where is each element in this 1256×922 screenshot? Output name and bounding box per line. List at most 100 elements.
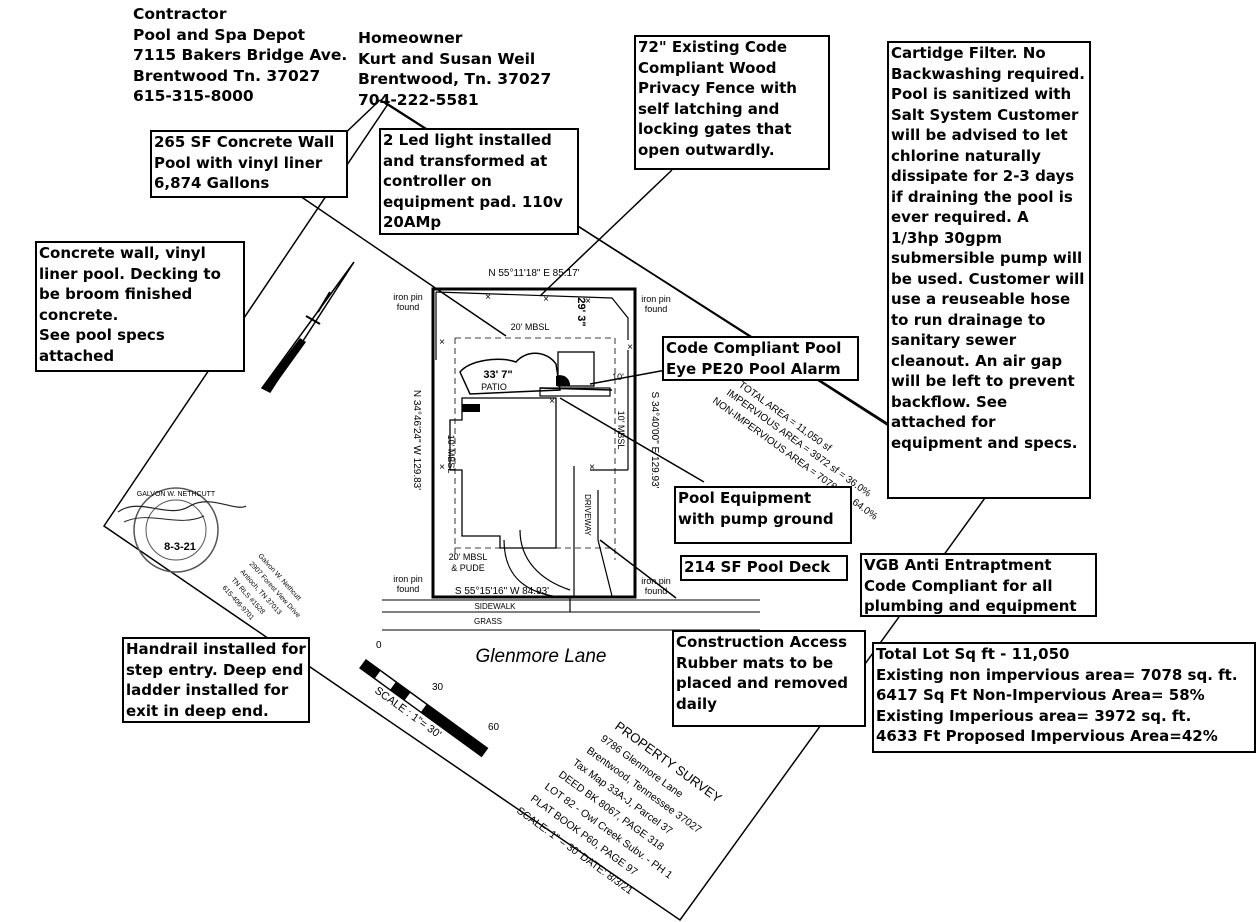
callout-pool-equipment: Pool Equipment with pump ground [674, 486, 852, 544]
callout-line: self latching and [638, 99, 780, 118]
north-arrow-icon [260, 261, 355, 393]
west-boundary-label: N 34°46'24" W 129.83' [411, 390, 422, 490]
callout-line: to run drainage to [891, 310, 1046, 329]
callout-line: and transformed at [383, 151, 548, 170]
iron-pin-label: iron pin [393, 292, 423, 302]
area-label: IMPERVIOUS AREA = 3972 sf = 36.0% [724, 388, 873, 500]
dimension-label: 29' 3" [575, 297, 587, 326]
street-lines [382, 599, 760, 631]
east-boundary-label: S 34°40'00" E 129.93' [649, 392, 660, 489]
iron-pin-label: iron pin [641, 294, 671, 304]
scale-label: 30 [432, 682, 444, 693]
callout-line: 6,874 Gallons [154, 174, 270, 192]
setback-label: 20' MBSL [449, 552, 488, 562]
callout-line: exit in deep end. [126, 701, 269, 720]
iron-pin-label: found [397, 302, 420, 312]
callout-line: equipment pad. 110v [383, 192, 563, 211]
dimension-label: 10' [612, 372, 624, 382]
scale-label: 60 [488, 722, 500, 733]
homeowner-line: Brentwood, Tn. 37027 [358, 70, 552, 88]
south-boundary-label: S 55°15'16" W 84.93' [455, 586, 549, 597]
callout-line: Concrete wall, vinyl [39, 244, 206, 262]
callout-line: controller on [383, 172, 492, 190]
svg-text:×: × [439, 462, 445, 473]
callout-line: VGB Anti Entraptment [864, 556, 1052, 574]
callout-line: Backwashing required. [891, 64, 1085, 83]
homeowner-line: Homeowner [358, 29, 463, 47]
callout-line: 214 SF Pool Deck [684, 558, 831, 576]
street-name: Glenmore Lane [476, 646, 607, 667]
callout-line: cleanout. An air gap [891, 351, 1063, 370]
pool-alarm-icon [556, 375, 571, 386]
iron-pin-label: found [645, 586, 668, 596]
svg-text:×: × [589, 462, 595, 473]
callout-line: plumbing and equipment [864, 597, 1077, 615]
house-footprint [449, 397, 557, 549]
contractor-line: 7115 Bakers Bridge Ave. [133, 46, 348, 64]
callout-line: Total Lot Sq ft - 11,050 [876, 645, 1070, 663]
setback-label: & PUDE [451, 563, 485, 573]
svg-text:×: × [627, 342, 633, 353]
callout-line: Pool with vinyl liner [154, 153, 323, 172]
iron-pin-label: iron pin [641, 576, 671, 586]
callout-line: attached for [891, 413, 996, 431]
fence-line [435, 291, 629, 471]
sidewalk-label: SIDEWALK [474, 602, 516, 611]
callout-line: Compliant Wood [638, 58, 777, 77]
patio-label: PATIO [481, 382, 507, 392]
callout-line: See pool specs [39, 326, 165, 344]
callout-line: step entry. Deep end [126, 660, 304, 679]
scale-bar [359, 658, 489, 758]
callout-line: backflow. See [891, 392, 1008, 411]
callout-line: sanitary sewer [891, 331, 1017, 349]
callout-line: if draining the pool is [891, 187, 1073, 206]
callout-line: Eye PE20 Pool Alarm [666, 359, 841, 378]
fence-marks: ××× ××× ×× [439, 292, 633, 473]
surveyor-seal-icon [117, 487, 247, 573]
callout-line: Rubber mats to be [676, 653, 834, 672]
callout-line: 72" Existing Code [638, 38, 788, 56]
callout-line: ever required. A [891, 208, 1029, 226]
callout-line: 265 SF Concrete Wall [154, 133, 335, 151]
callout-line: use a reuseable hose [891, 290, 1071, 308]
callout-line: be used. Customer will [891, 269, 1085, 288]
step-entry [462, 404, 480, 412]
seal-date: 8-3-21 [164, 541, 196, 553]
setback-label: 20' MBSL [511, 322, 550, 332]
callout-line: Construction Access [676, 633, 847, 651]
contractor-line: Contractor [133, 5, 227, 23]
callout-line: daily [676, 694, 717, 713]
svg-text:×: × [585, 296, 591, 307]
scale-label: 0 [376, 640, 382, 651]
callout-line: ladder installed for [126, 681, 289, 699]
callout-line: Pool Equipment [678, 489, 812, 507]
callout-line: Salt System Customer [891, 105, 1079, 124]
pool-outline [459, 352, 561, 395]
area-label: TOTAL AREA = 11,050 sf [736, 380, 833, 455]
callout-line: Handrail installed for [126, 640, 306, 658]
callout-pool-deck: 214 SF Pool Deck [680, 555, 848, 581]
callout-line: locking gates that [638, 120, 792, 138]
callout-line: Code Compliant Pool [666, 339, 842, 357]
callout-line: Cartidge Filter. No [891, 44, 1046, 62]
svg-text:×: × [543, 294, 549, 305]
callout-line: submersible pump will [891, 249, 1083, 267]
callout-line: Existing non impervious area= 7078 sq. f… [876, 665, 1238, 684]
callout-line: with pump ground [678, 509, 834, 528]
callout-line: 20AMp [383, 213, 442, 231]
callout-line: Privacy Fence with [638, 79, 797, 97]
equipment-pad [557, 351, 595, 387]
iron-pin-label: found [645, 304, 668, 314]
contractor-line: Pool and Spa Depot [133, 25, 305, 44]
callout-line: chlorine naturally [891, 146, 1041, 165]
callout-filter: Cartidge Filter. No Backwashing required.… [887, 41, 1091, 499]
